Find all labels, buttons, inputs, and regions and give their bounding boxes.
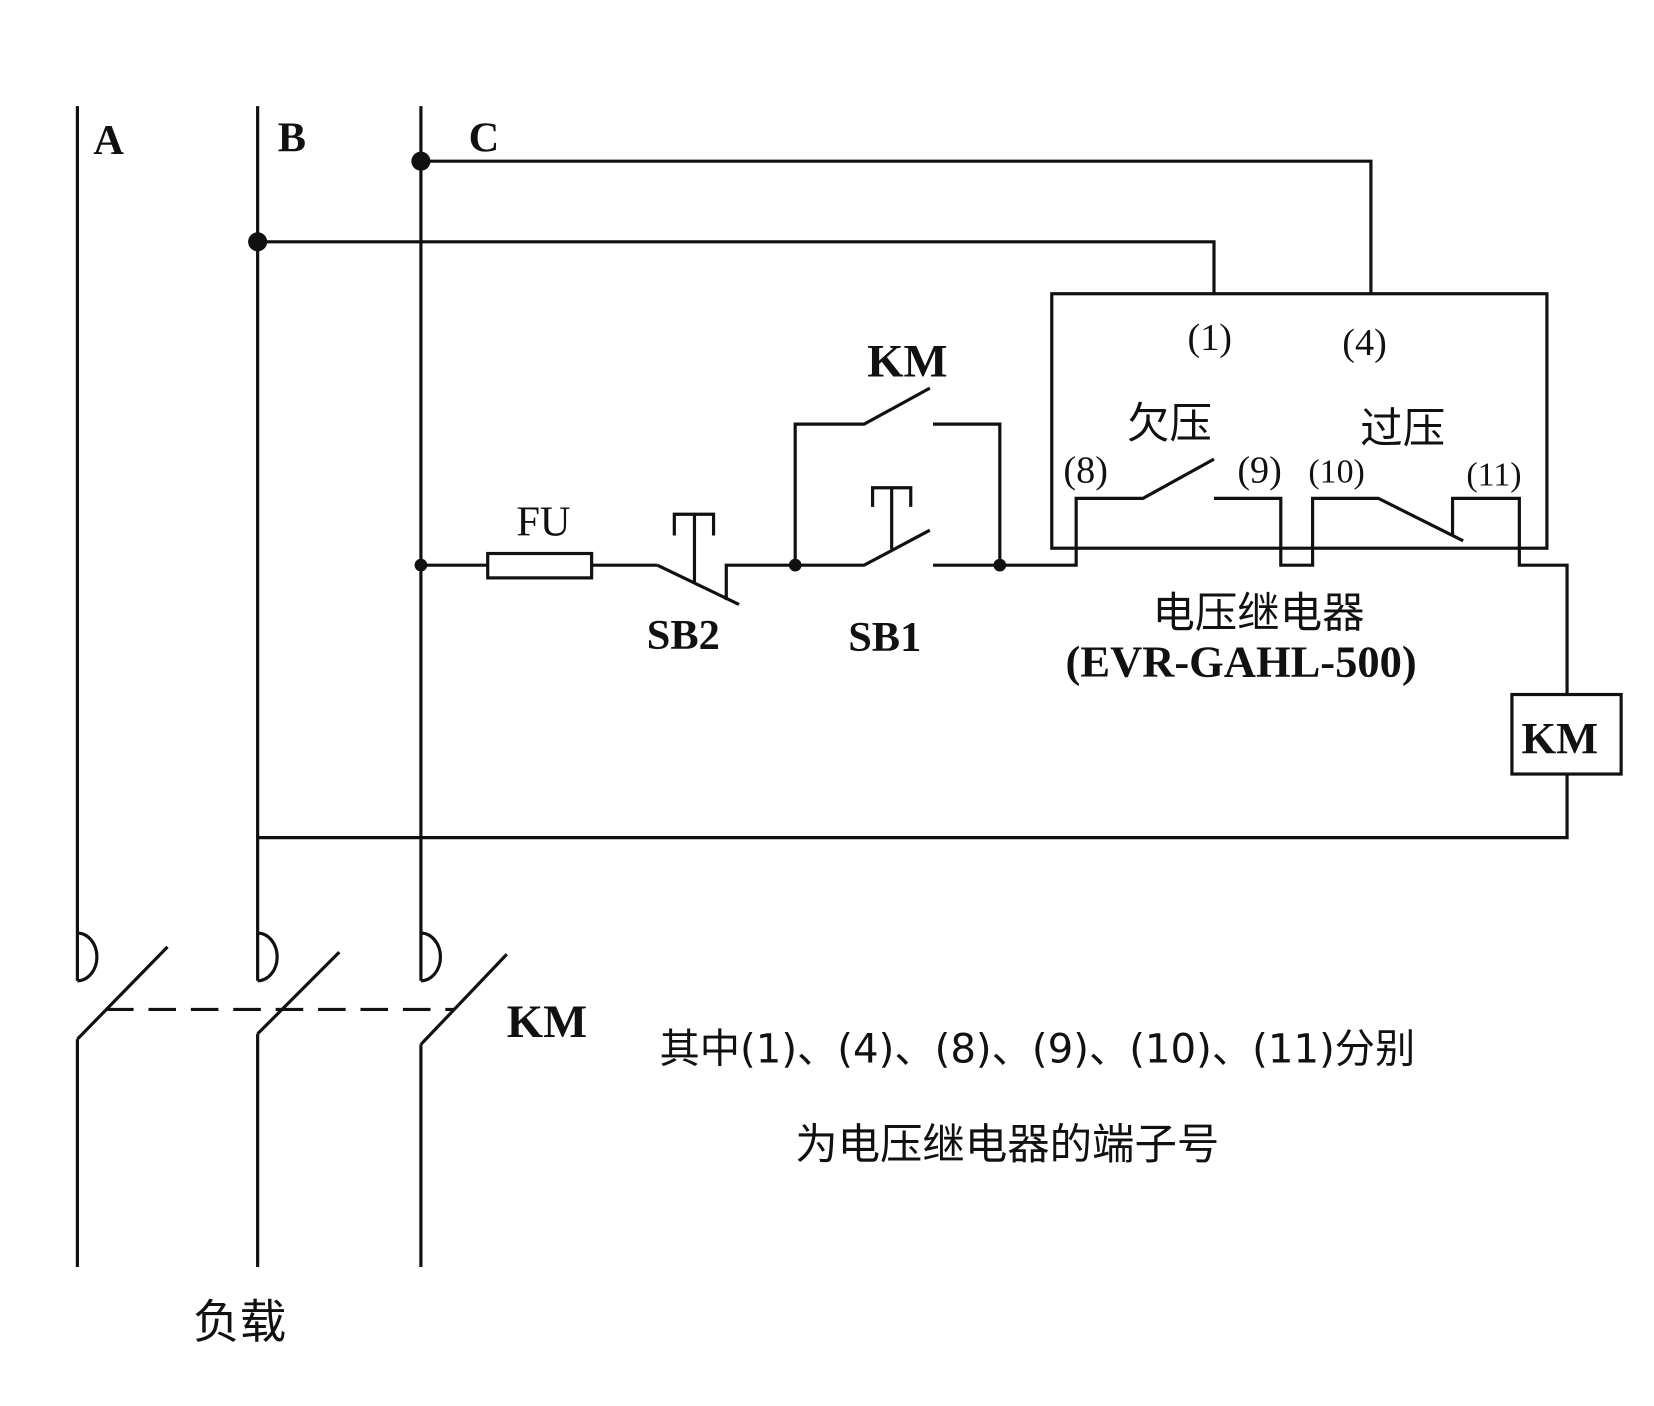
undervoltage-label: 欠压 bbox=[1127, 400, 1212, 449]
sb1-label: SB1 bbox=[848, 614, 921, 661]
relay-name: 电压继电器 bbox=[1152, 590, 1364, 639]
phase-a-label: A bbox=[93, 117, 124, 164]
phase-line-c bbox=[419, 106, 508, 1268]
km-coil-label: KM bbox=[1521, 713, 1598, 763]
wire-c-to-terminal-4 bbox=[420, 159, 1373, 294]
km-aux-label: KM bbox=[867, 335, 947, 387]
note-line-2: 为电压继电器的端子号 bbox=[795, 1121, 1219, 1170]
stop-button-sb2 bbox=[656, 512, 796, 606]
relay-contacts bbox=[999, 457, 1569, 695]
km-main-contacts-label: KM bbox=[507, 996, 587, 1048]
terminal-8-label: (8) bbox=[1063, 449, 1108, 491]
terminal-1-label: (1) bbox=[1187, 317, 1232, 359]
phase-line-a bbox=[75, 106, 169, 1268]
fuse-fu bbox=[486, 551, 594, 580]
load-label: 负载 bbox=[193, 1296, 286, 1350]
overvoltage-label: 过压 bbox=[1360, 405, 1445, 454]
phase-b-label: B bbox=[278, 115, 306, 162]
phase-c-label: C bbox=[469, 115, 500, 162]
wire-b-to-terminal-1 bbox=[257, 240, 1216, 294]
coil-return-wire bbox=[257, 774, 1569, 840]
relay-model: (EVR-GAHL-500) bbox=[1066, 636, 1417, 686]
terminal-4-label: (4) bbox=[1342, 322, 1386, 364]
sb2-label: SB2 bbox=[647, 612, 720, 659]
terminal-11-label: (11) bbox=[1466, 457, 1521, 494]
phase-line-b bbox=[256, 106, 341, 1268]
voltage-relay-box bbox=[1050, 292, 1549, 550]
start-button-sb1 bbox=[795, 486, 1000, 567]
terminal-10-label: (10) bbox=[1308, 453, 1364, 490]
km-aux-contact bbox=[793, 386, 1002, 566]
fuse-label: FU bbox=[516, 498, 570, 545]
terminal-9-label: (9) bbox=[1237, 449, 1282, 491]
note-line-1: 其中(1)、(4)、(8)、(9)、(10)、(11)分别 bbox=[659, 1026, 1415, 1072]
